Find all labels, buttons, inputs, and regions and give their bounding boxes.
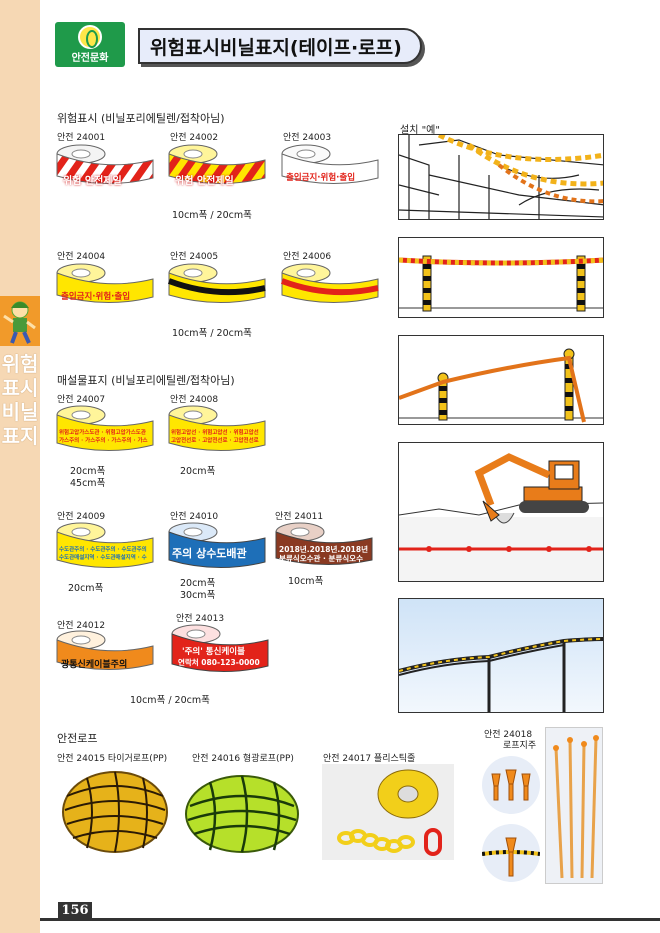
- width-24011: 10cm폭: [288, 576, 324, 587]
- tape-24008-text2: 고압전선로 · 고압전선로 · 고압전선로: [171, 438, 259, 444]
- tape-24013: '주의' 통신케이블 연락처 080-123-0000: [170, 622, 270, 680]
- tape-24002-text: 위험 안전제일: [175, 176, 234, 187]
- page-number: 156: [58, 902, 92, 920]
- tape-24007-text2: 가스주의 · 가스주의 · 가스주의 · 가스: [59, 438, 148, 444]
- tape-24009-text2: 수도관매설지역 · 수도관매설지역 · 수: [59, 555, 147, 561]
- tape-24011: 2018년.2018년.2018년 분류식오수관 · 분류식오수: [274, 520, 374, 572]
- width-row2: 10cm폭 / 20cm폭: [172, 328, 252, 339]
- tape-24003: 출입금지·위험·출입: [280, 142, 380, 194]
- illustration-excavator: [398, 442, 604, 582]
- code-24018-sub: 로프지주: [503, 741, 537, 751]
- code-24004: 안전 24004: [57, 252, 106, 262]
- tape-24005: [167, 261, 267, 313]
- width-24010a: 20cm폭: [180, 578, 216, 589]
- mascot-icon: [0, 296, 40, 346]
- tape-24006: [280, 261, 380, 313]
- title-banner: 위험표시비닐표지(테이프·로프): [138, 28, 422, 64]
- section-rope-heading: 안전로프: [57, 732, 98, 745]
- photo-tiger-rope: [57, 766, 177, 858]
- illustration-scaffold: [398, 134, 604, 220]
- tape-24007: 위험고압가스도관 · 위험고압가스도관 가스주의 · 가스주의 · 가스주의 ·…: [55, 403, 155, 459]
- tape-24013-text2: 연락처 080-123-0000: [178, 658, 260, 667]
- tape-24009-text1: 수도관주의 · 수도관주의 · 수도관주의: [59, 547, 147, 553]
- code-24017: 안전 24017 플리스틱줄: [323, 754, 416, 764]
- tape-24004-text: 출입금지·위험·출입: [61, 292, 131, 302]
- tape-24001-text: 위험 안전제일: [63, 176, 122, 187]
- tape-24012: 광통신케이블주의: [55, 628, 155, 680]
- code-24003: 안전 24003: [283, 133, 332, 143]
- code-24007: 안전 24007: [57, 395, 106, 405]
- tape-24011-text1: 2018년.2018년.2018년: [279, 545, 369, 554]
- tape-24003-text: 출입금지·위험·출입: [286, 173, 356, 183]
- width-24009: 20cm폭: [68, 583, 104, 594]
- photo-rope-posts: [545, 727, 603, 884]
- section-warning-heading: 위험표시 (비닐포리에틸렌/접착아님): [57, 112, 225, 125]
- install-example-heading: 설치 "예": [400, 125, 440, 136]
- code-24001: 안전 24001: [57, 133, 106, 143]
- code-24009: 안전 24009: [57, 512, 106, 522]
- footer-rule: [40, 918, 660, 921]
- tape-24002: 위험 안전제일: [167, 142, 267, 194]
- code-24013: 안전 24013: [176, 614, 225, 624]
- width-24007a: 20cm폭: [70, 466, 106, 477]
- code-24005: 안전 24005: [170, 252, 219, 262]
- width-row5: 10cm폭 / 20cm폭: [130, 695, 210, 706]
- width-24007b: 45cm폭: [70, 478, 106, 489]
- width-24008: 20cm폭: [180, 466, 216, 477]
- tape-24010: 주의 상수도배관: [167, 520, 267, 576]
- tape-24008: 위험고압선 · 위험고압선 · 위험고압선 고압전선로 · 고압전선로 · 고압…: [167, 403, 267, 459]
- photo-post-rope: [482, 824, 540, 882]
- tape-24004: 출입금지·위험·출입: [55, 261, 155, 313]
- width-24010b: 30cm폭: [180, 590, 216, 601]
- photo-post-tops: [482, 756, 540, 814]
- photo-plastic-chain: [322, 764, 454, 860]
- tape-24007-text1: 위험고압가스도관 · 위험고압가스도관: [59, 430, 146, 436]
- logo-mark-icon: [78, 25, 102, 49]
- tape-24013-text1: '주의' 통신케이블: [182, 647, 245, 657]
- code-24002: 안전 24002: [170, 133, 219, 143]
- code-24012: 안전 24012: [57, 621, 106, 631]
- logo-text: 안전문화: [71, 53, 109, 64]
- photo-fluorescent-rope: [180, 766, 304, 858]
- tape-24011-text2: 분류식오수관 · 분류식오수: [279, 554, 363, 563]
- illustration-rope-span: [398, 598, 604, 713]
- sidebar-title: 위험표시비닐표지: [1, 352, 39, 448]
- code-24011: 안전 24011: [275, 512, 324, 522]
- tape-24010-text: 주의 상수도배관: [172, 547, 247, 560]
- code-24016: 안전 24016 형광로프(PP): [192, 754, 294, 764]
- code-24018: 안전 24018: [484, 730, 533, 740]
- width-row1: 10cm폭 / 20cm폭: [172, 210, 252, 221]
- code-24015: 안전 24015 타이거로프(PP): [57, 754, 168, 764]
- page-title: 위험표시비닐표지(테이프·로프): [150, 37, 402, 59]
- code-24006: 안전 24006: [283, 252, 332, 262]
- brand-logo: 안전문화: [55, 22, 125, 67]
- code-24008: 안전 24008: [170, 395, 219, 405]
- illustration-rope-posts: [398, 335, 604, 425]
- tape-24001: 위험 안전제일: [55, 142, 155, 194]
- tape-24012-text: 광통신케이블주의: [61, 660, 128, 670]
- tape-24008-text1: 위험고압선 · 위험고압선 · 위험고압선: [171, 430, 259, 436]
- illustration-barrier-posts: [398, 237, 604, 318]
- tape-24009: 수도관주의 · 수도관주의 · 수도관주의 수도관매설지역 · 수도관매설지역 …: [55, 520, 155, 576]
- code-24010: 안전 24010: [170, 512, 219, 522]
- section-buried-heading: 매설물표지 (비닐포리에틸렌/접착아님): [57, 374, 235, 387]
- side-tab: [0, 0, 40, 933]
